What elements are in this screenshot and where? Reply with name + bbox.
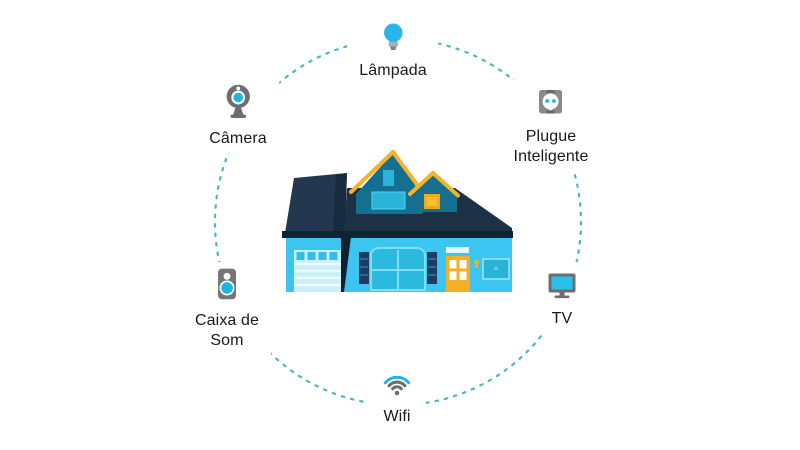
tv-icon [544, 266, 580, 302]
device-tv: TV [532, 262, 592, 333]
device-label-lampada: Lâmpada [359, 62, 427, 79]
device-camera: Câmera [197, 78, 279, 153]
camera-icon [218, 82, 258, 122]
device-caixa-de-som: Caixa de Som [183, 262, 271, 355]
wifi-icon [380, 366, 414, 400]
smart-home-house-illustration [282, 150, 513, 292]
device-label-caixa: Caixa de Som [195, 312, 259, 349]
device-plugue-inteligente: Plugue Inteligente [501, 80, 601, 171]
device-lampada: Lâmpada [347, 16, 439, 85]
speaker-icon [208, 266, 246, 304]
smart-plug-icon [533, 84, 569, 120]
lightbulb-icon [376, 20, 410, 54]
device-label-plugue: Plugue Inteligente [513, 128, 589, 165]
device-label-camera: Câmera [209, 130, 267, 147]
device-wifi: Wifi [368, 362, 426, 431]
device-label-tv: TV [551, 310, 573, 327]
device-label-wifi: Wifi [383, 408, 411, 425]
